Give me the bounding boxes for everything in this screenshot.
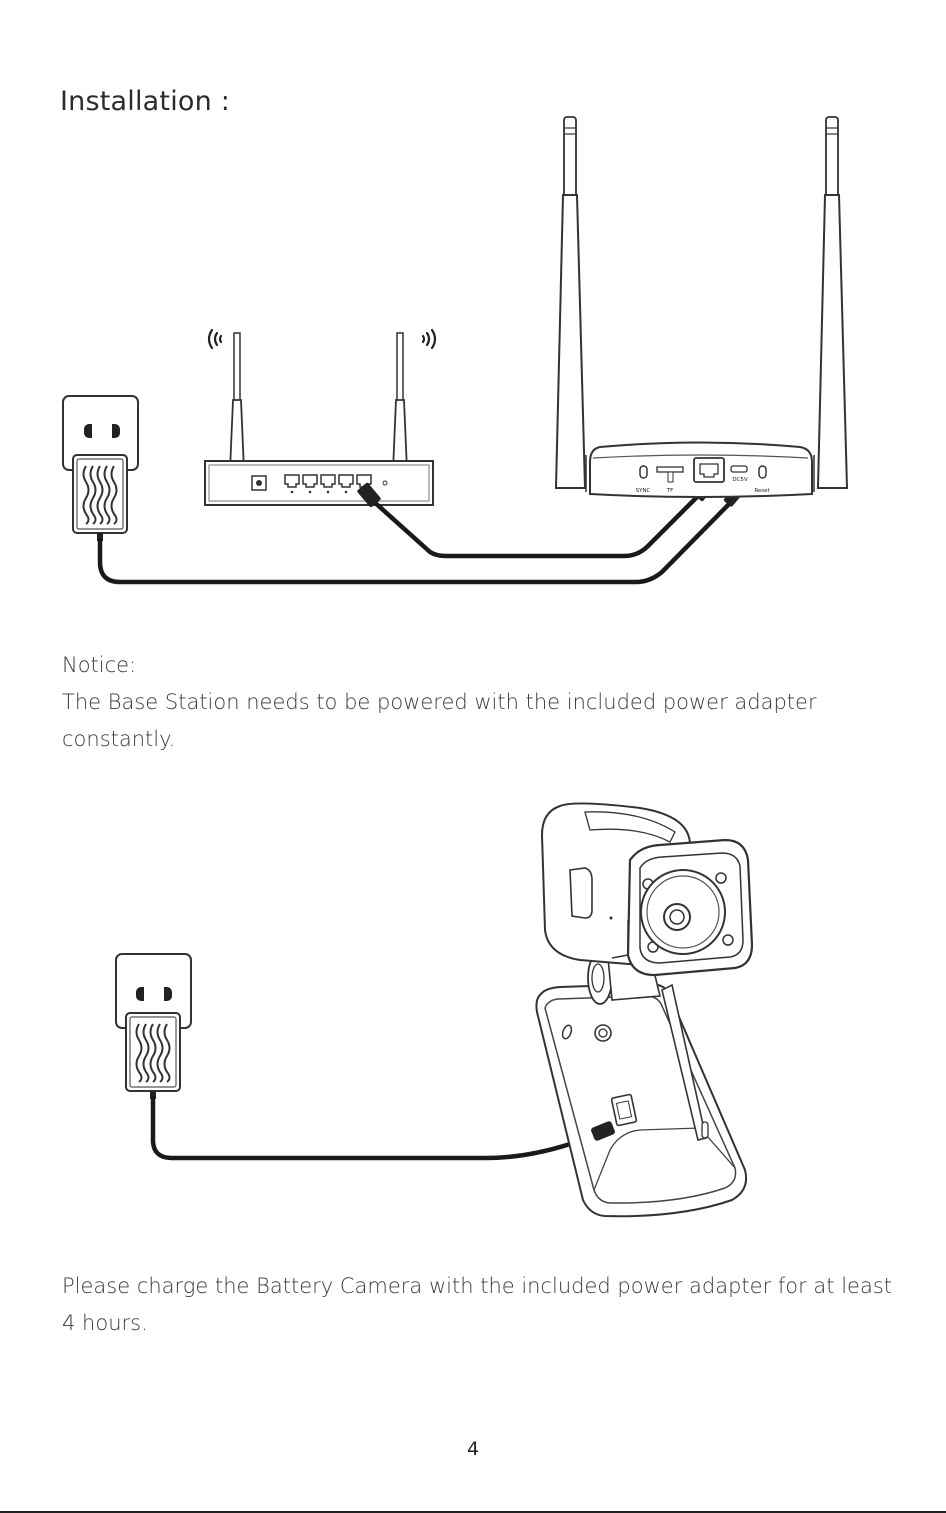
charge-text-line-2: 4 hours. (62, 1305, 148, 1342)
base-station-icon: SYNC TF DC5V Reset (556, 117, 847, 497)
charge-text-line-1: Please charge the Battery Camera with th… (62, 1268, 892, 1305)
router-icon (205, 333, 433, 505)
power-adapter-icon (73, 455, 127, 541)
battery-camera-icon (536, 803, 752, 1216)
dc-label: DC5V (732, 477, 748, 483)
reset-label: Reset (754, 488, 770, 494)
notice-label: Notice: (62, 647, 136, 684)
power-adapter-icon (126, 1013, 180, 1099)
notice-text-line-2: constantly. (62, 721, 175, 758)
power-cable (153, 1098, 600, 1158)
tf-label: TF (666, 488, 674, 494)
sync-label: SYNC (636, 488, 651, 494)
installation-diagram-base-station: SYNC TF DC5V Reset (0, 0, 946, 620)
page-number: 4 (0, 1438, 946, 1460)
installation-diagram-camera (0, 790, 946, 1230)
notice-text-line-1: The Base Station needs to be powered wit… (62, 684, 817, 721)
